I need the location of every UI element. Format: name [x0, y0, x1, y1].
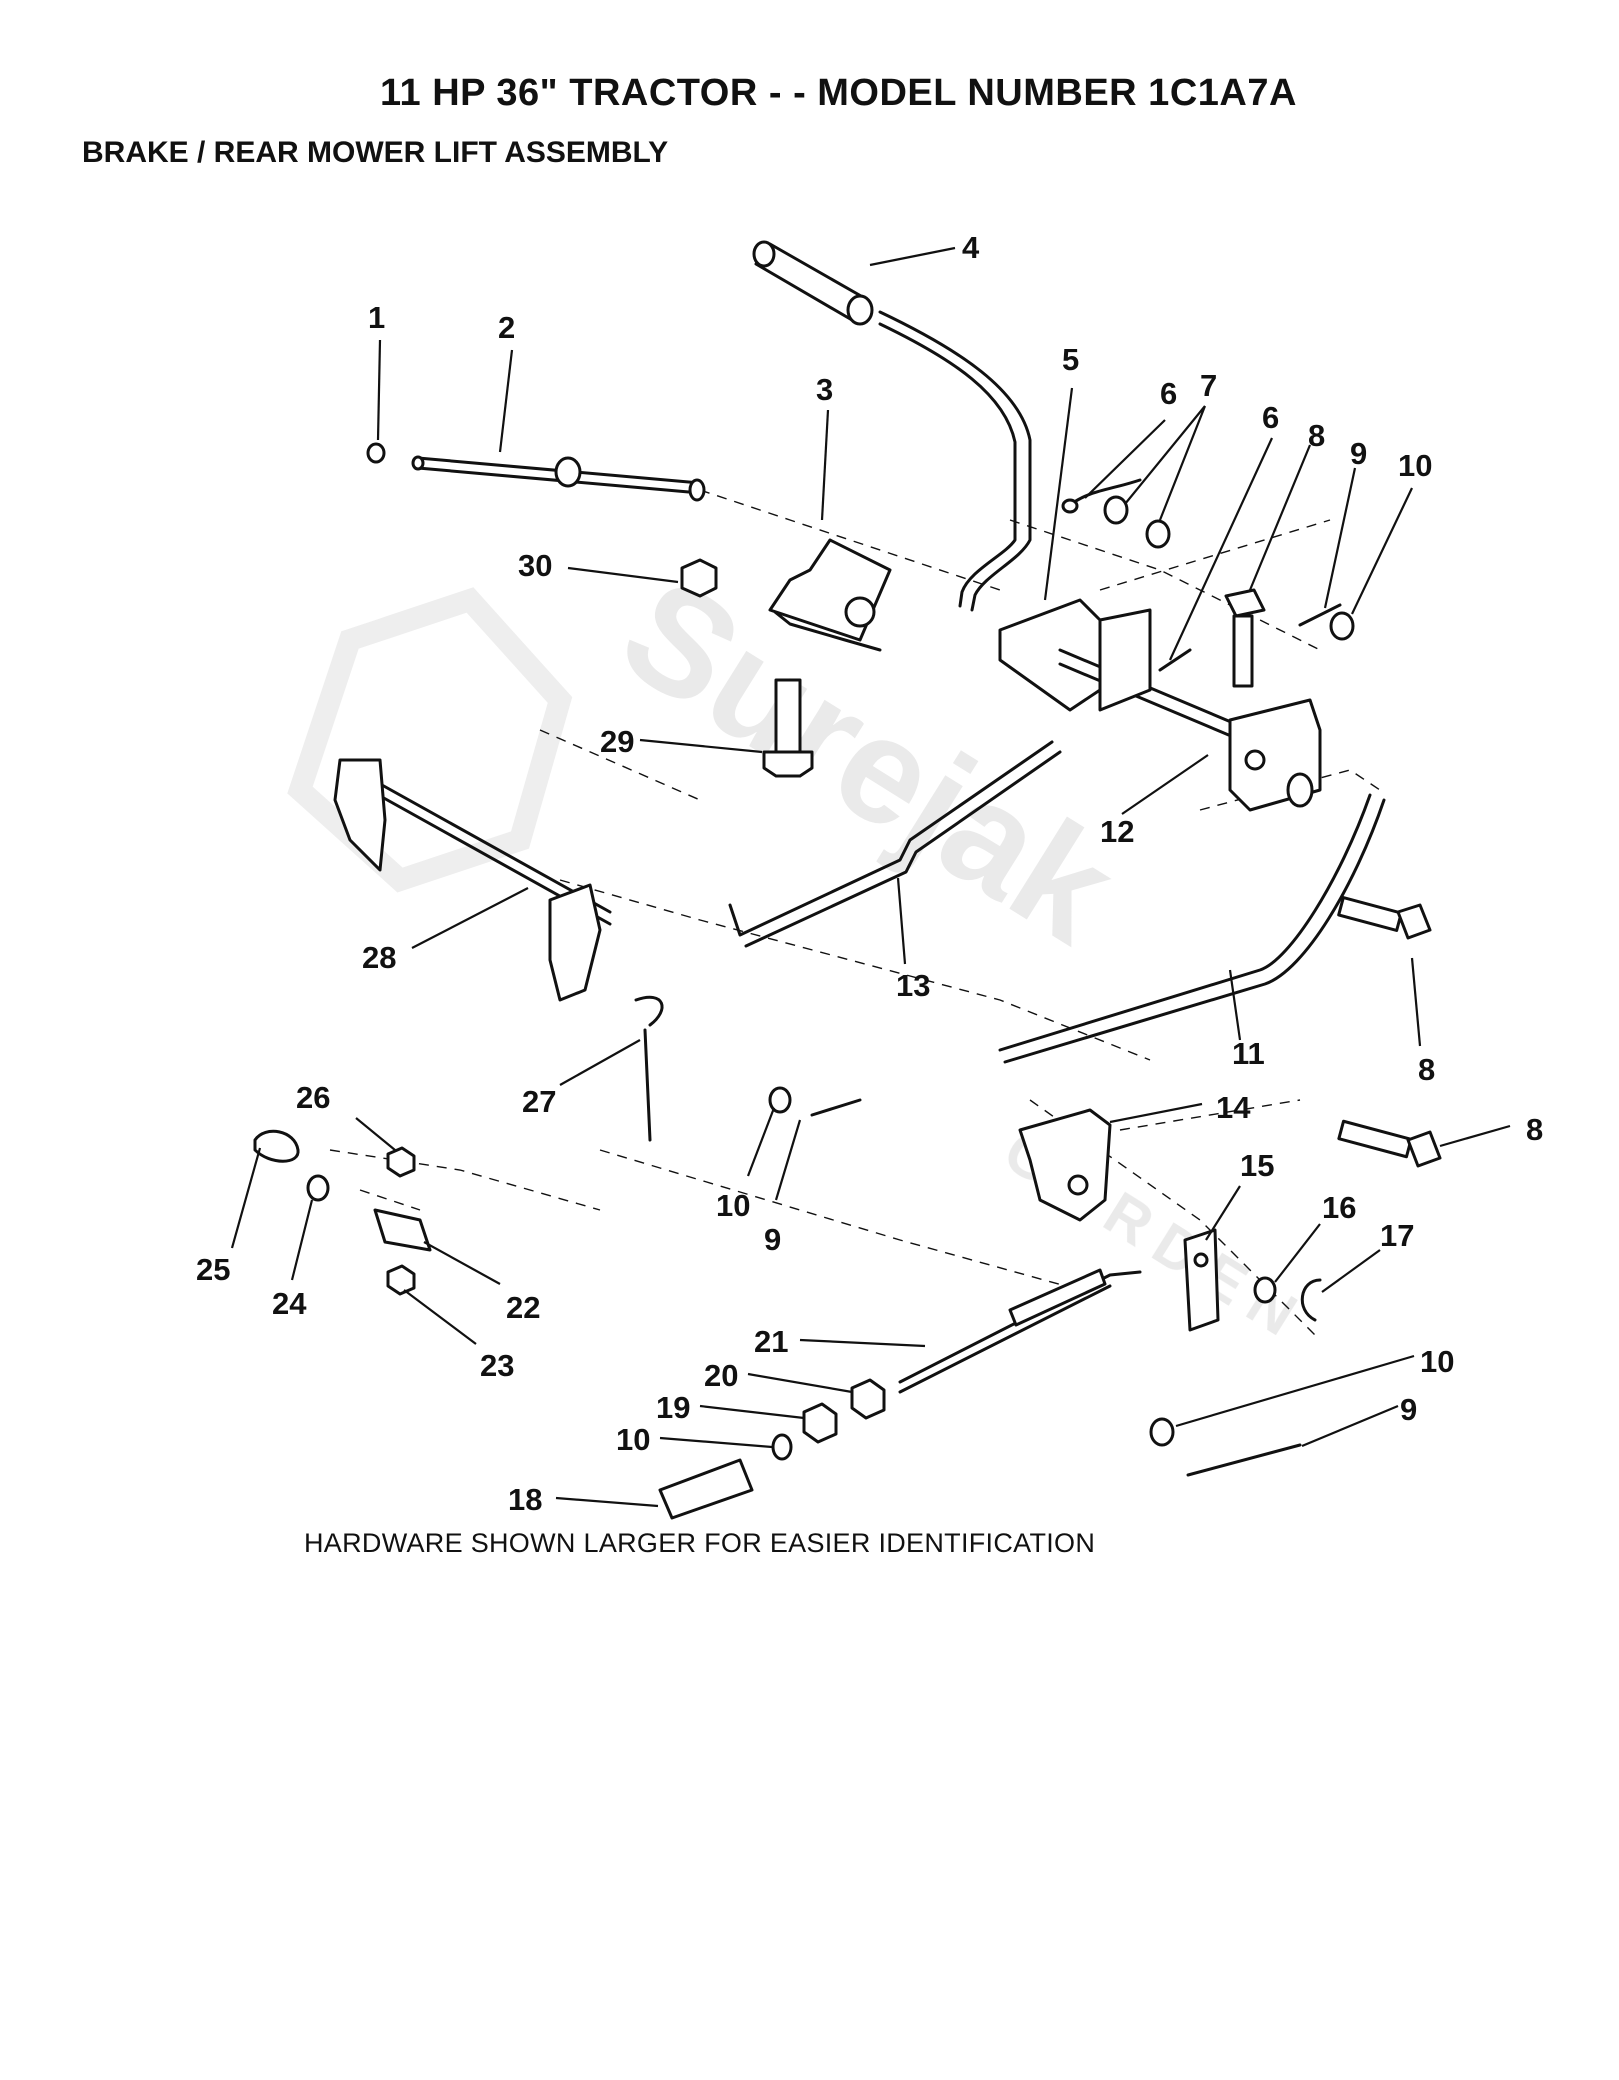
callout-10-spring: 10 — [616, 1422, 650, 1457]
part-8-bolt-vertical — [1224, 588, 1266, 688]
callout-10-mid: 10 — [716, 1188, 750, 1223]
callout-16: 16 — [1322, 1190, 1356, 1225]
part-23-nut — [386, 1264, 416, 1296]
part-10-washer-lower — [1149, 1417, 1175, 1447]
section-title: BRAKE / REAR MOWER LIFT ASSEMBLY — [82, 136, 669, 169]
part-9-cotter-pin-upper — [1298, 603, 1342, 627]
callout-8-upper: 8 — [1308, 418, 1325, 453]
callout-29: 29 — [600, 724, 634, 759]
part-10-washer-spring — [771, 1433, 793, 1461]
part-20-nut — [850, 1378, 886, 1420]
part-7-washer-b — [1145, 519, 1171, 549]
callout-21: 21 — [754, 1324, 788, 1359]
part-9-cotter-pin-mid — [810, 1098, 862, 1117]
callout-9-upper: 9 — [1350, 436, 1367, 471]
part-4-grip — [752, 240, 874, 326]
part-16-washer — [1253, 1276, 1277, 1304]
callout-9-lower: 9 — [1400, 1392, 1417, 1427]
callout-4: 4 — [962, 230, 980, 265]
page-title: 11 HP 36" TRACTOR - - MODEL NUMBER 1C1A7… — [380, 72, 1297, 114]
leader-lines — [230, 246, 1511, 1508]
callout-10-upper: 10 — [1398, 448, 1432, 483]
callout-11: 11 — [1232, 1036, 1265, 1071]
part-14-bracket-hole — [1067, 1174, 1089, 1196]
callout-28: 28 — [362, 940, 396, 975]
part-6-cotter-pin-lower — [1158, 648, 1192, 672]
part-25-hairpin — [253, 1129, 300, 1163]
callout-30: 30 — [518, 548, 552, 583]
part-3-bracket-hole — [844, 596, 876, 628]
part-22-ferrule — [373, 1208, 432, 1252]
part-6-cotter-pin-eye — [1061, 498, 1079, 514]
part-27-eyebolt — [634, 995, 664, 1142]
callout-9-mid: 9 — [764, 1222, 781, 1257]
callout-22: 22 — [506, 1290, 540, 1325]
part-10-washer-mid — [768, 1086, 792, 1114]
callout-8-lower: 8 — [1526, 1112, 1543, 1147]
callout-3: 3 — [816, 372, 833, 407]
part-29-bolt — [762, 678, 814, 778]
callout-8-mid: 8 — [1418, 1052, 1435, 1087]
callout-13: 13 — [896, 968, 930, 1003]
part-15-plate-hole — [1193, 1252, 1209, 1268]
callout-7: 7 — [1200, 368, 1217, 403]
part-15-plate — [1183, 1228, 1220, 1332]
callout-5: 5 — [1062, 342, 1079, 377]
part-24-washer — [306, 1174, 330, 1202]
callout-10-lower: 10 — [1420, 1344, 1454, 1379]
callout-17: 17 — [1380, 1218, 1414, 1253]
callout-1: 1 — [368, 300, 385, 335]
callout-19: 19 — [656, 1390, 690, 1425]
callout-25: 25 — [196, 1252, 230, 1287]
part-5-lever-block — [998, 598, 1102, 712]
callout-26: 26 — [296, 1080, 330, 1115]
callout-6-upper: 6 — [1160, 376, 1177, 411]
part-8-bolt-horizontal-upper — [1337, 896, 1432, 940]
part-17-clip — [1300, 1278, 1322, 1322]
part-2-rod — [411, 455, 706, 502]
callout-14: 14 — [1216, 1090, 1251, 1125]
part-30-hex-nut — [680, 558, 718, 598]
brake-lever-handle — [878, 310, 1032, 612]
part-8-bolt-horizontal-lower — [1337, 1119, 1442, 1168]
callout-6-lower: 6 — [1262, 400, 1279, 435]
callout-20: 20 — [704, 1358, 738, 1393]
hardware-note: HARDWARE SHOWN LARGER FOR EASIER IDENTIF… — [304, 1528, 1096, 1558]
part-10-washer-upper — [1329, 611, 1355, 641]
callout-15: 15 — [1240, 1148, 1274, 1183]
callout-18: 18 — [508, 1482, 542, 1517]
part-6-cotter-pin-upper — [1068, 478, 1142, 507]
callout-12: 12 — [1100, 814, 1134, 849]
callout-2: 2 — [498, 310, 515, 345]
part-1-pin — [366, 442, 386, 464]
part-28-cross-shaft — [333, 758, 612, 1002]
callout-23: 23 — [480, 1348, 514, 1383]
callout-27: 27 — [522, 1084, 556, 1119]
part-18-spring — [658, 1458, 754, 1520]
part-12-shaft-bracket — [1058, 608, 1322, 812]
part-19-nut — [802, 1402, 838, 1444]
callouts: 1 2 3 4 5 6 7 6 8 9 10 12 13 11 8 28 27 … — [196, 230, 1543, 1517]
part-13-rod — [728, 740, 1062, 948]
part-26-nut — [386, 1146, 416, 1178]
part-9-cotter-pin-lower — [1186, 1443, 1302, 1477]
callout-24: 24 — [272, 1286, 307, 1321]
part-14-bracket — [1018, 1108, 1112, 1222]
alignment-lines — [329, 489, 1381, 1341]
part-7-washer-a — [1103, 495, 1129, 525]
part-11-rod — [998, 793, 1386, 1064]
part-21-threaded-rod — [898, 1268, 1142, 1394]
